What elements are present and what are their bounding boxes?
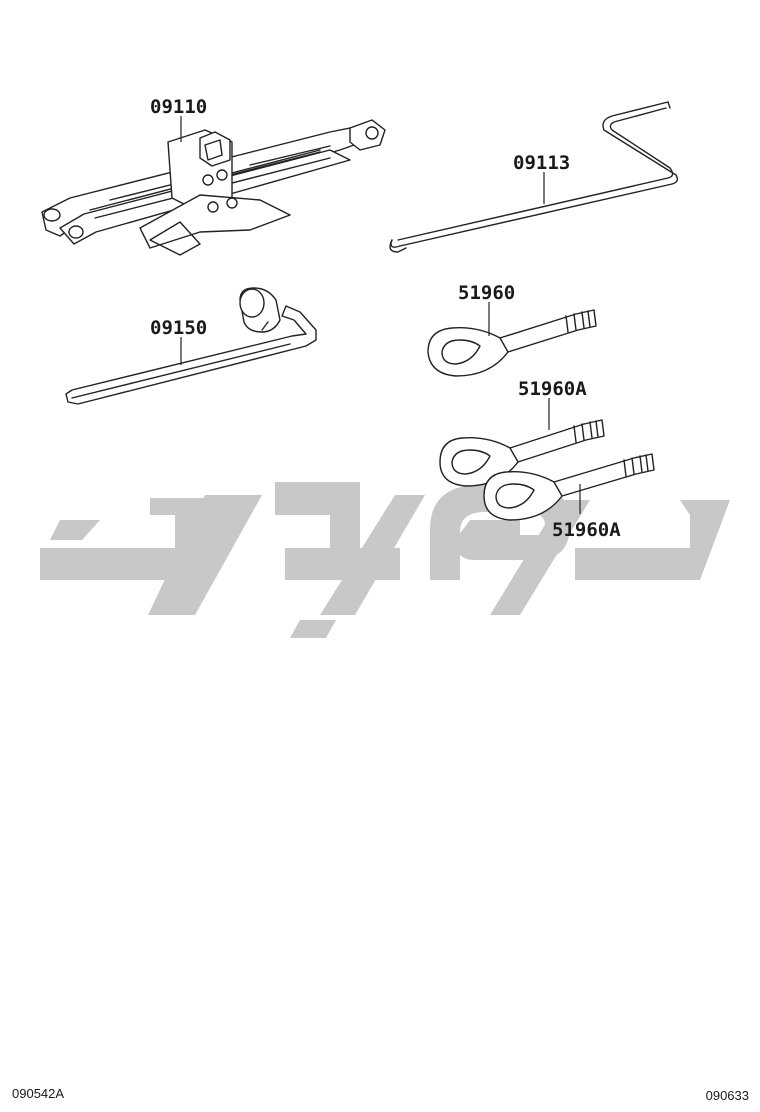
part-label-wheel-wrench[interactable]: 09150 <box>150 317 207 339</box>
footer-left-code: 090542A <box>12 1086 64 1101</box>
jack-handle-drawing[interactable] <box>389 101 679 253</box>
leader-lines <box>180 116 581 514</box>
jack-drawing[interactable] <box>41 119 386 256</box>
towing-eye-a-2-drawing[interactable] <box>483 453 655 521</box>
watermark-logo <box>40 482 730 638</box>
wheel-wrench-drawing[interactable] <box>65 287 317 405</box>
footer-right-code: 090633 <box>706 1088 749 1103</box>
part-label-towing-eye-a-2[interactable]: 51960A <box>552 519 621 541</box>
part-label-towing-eye[interactable]: 51960 <box>458 282 515 304</box>
part-label-towing-eye-a-1[interactable]: 51960A <box>518 378 587 400</box>
part-labels: 09110 09113 09150 51960 51960A 51960A <box>150 96 621 541</box>
towing-eye-a-1-drawing[interactable] <box>439 419 605 487</box>
part-label-jack[interactable]: 09110 <box>150 96 207 118</box>
part-label-jack-handle[interactable]: 09113 <box>513 152 570 174</box>
towing-eye-drawing[interactable] <box>427 309 597 377</box>
